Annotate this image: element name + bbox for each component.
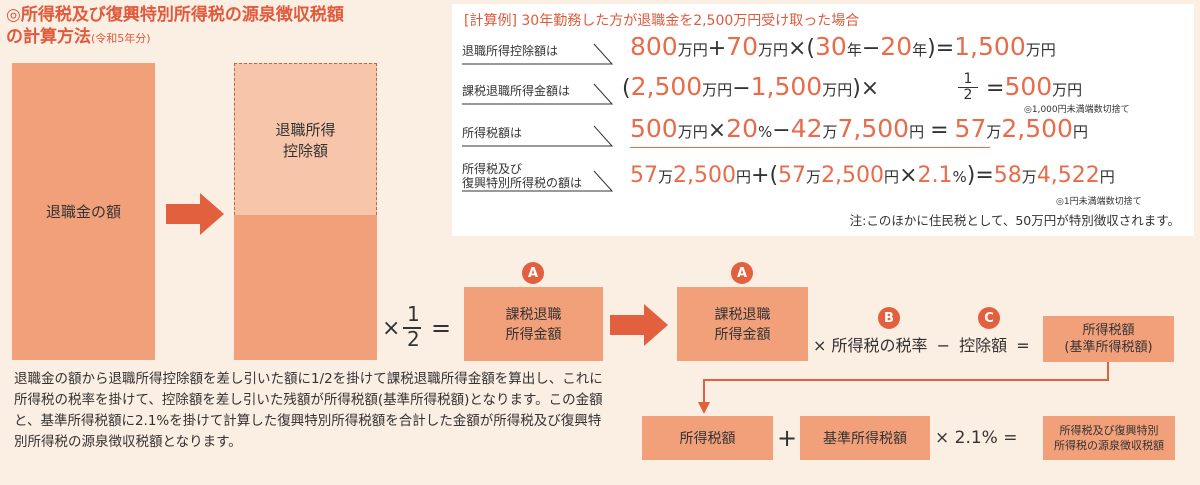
final-tax-label-2: 所得税の源泉徴収税額: [1054, 439, 1164, 452]
slash-icon-3: [462, 125, 614, 147]
base-tax-label: 基準所得税額: [823, 431, 907, 447]
base-tax-box: 所得税額 (基準所得税額): [1043, 316, 1174, 362]
row2-value: (2,500万円−1,500万円)×: [622, 72, 880, 101]
example-heading: [計算例] 30年勤務した方が退職金を2,500万円受け取った場合: [464, 13, 860, 29]
example-footnote: 注:このほかに住民税として、50万円が特別徴収されます。: [849, 213, 1180, 228]
plus-sign: +: [777, 424, 798, 452]
row1-label: 退職所得控除額は: [462, 44, 559, 58]
deduction-text: 控除額: [959, 336, 1008, 355]
row1-value: 800万円+70万円×(30年−20年)=1,500万円: [630, 32, 1056, 61]
title-year: (令和5年分): [91, 32, 151, 45]
base-tax-label-1: 所得税額: [1082, 323, 1135, 338]
arrow-right-icon: [166, 193, 224, 235]
row3-underline: [630, 147, 990, 148]
badge-a-2: A: [731, 262, 753, 284]
row3-label: 所得税額は: [462, 126, 523, 140]
half-multiplier: × 1 2 =: [380, 302, 460, 352]
title-line2: の計算方法(令和5年分): [6, 27, 151, 47]
row4-label: 所得税及び 復興特別所得税の額は: [462, 162, 582, 190]
rate-text: × 所得税の税率: [813, 336, 928, 355]
taxable-income-box-2: 課税退職 所得金額: [677, 287, 808, 361]
income-tax-box: 所得税額: [642, 416, 773, 460]
badge-b: B: [878, 307, 900, 329]
deduction-box: 退職所得 控除額: [234, 63, 377, 215]
row2-result: =500万円: [986, 72, 1083, 101]
deduction-label-1: 退職所得: [275, 120, 336, 139]
taxable-label-1a: 課税退職: [505, 307, 562, 323]
minus-sign: −: [936, 336, 950, 355]
slash-icon-2: [462, 83, 614, 105]
row3-value: 500万円×20%−42万7,500円=57万2,500円: [630, 114, 1088, 143]
retirement-amount-label: 退職金の額: [45, 203, 121, 221]
fraction-line: [403, 327, 421, 329]
badge-a-1: A: [522, 262, 544, 284]
taxable-income-box-1: 課税退職 所得金額: [464, 287, 603, 361]
row2-label: 課税退職所得金額は: [462, 84, 571, 98]
final-tax-box: 所得税及び復興特別 所得税の源泉徴収税額: [1043, 416, 1175, 460]
slash-icon: [462, 43, 614, 65]
row2-fraction: 1 2: [958, 72, 978, 106]
final-tax-label-1: 所得税及び復興特別: [1059, 424, 1159, 437]
taxable-label-2a: 課税退職: [714, 307, 771, 323]
badge-c: C: [978, 307, 1000, 329]
taxable-label-1b: 所得金額: [505, 327, 562, 343]
slash-icon-4: [462, 170, 614, 192]
remainder-box: [234, 215, 377, 360]
row4-label-1: 所得税及び: [462, 162, 523, 176]
connector-arrow-icon: [698, 362, 1109, 414]
rate-multiplier: × 2.1% =: [935, 428, 1018, 448]
rate-formula: × 所得税の税率 − 控除額 =: [813, 332, 1030, 356]
title-line1: ◎所得税及び復興特別所得税の源泉徴収税額: [6, 5, 344, 25]
diagram-title: ◎所得税及び復興特別所得税の源泉徴収税額 の計算方法(令和5年分): [6, 4, 344, 50]
retirement-amount-box: 退職金の額: [12, 63, 155, 360]
row4-label-2: 復興特別所得税の額は: [462, 176, 583, 190]
equals-sign: =: [431, 314, 452, 342]
arrow-right-icon-2: [610, 304, 668, 346]
base-tax-label-2: (基準所得税額): [1064, 340, 1153, 355]
times-sign: ×: [382, 316, 401, 341]
calculation-example-panel: [計算例] 30年勤務した方が退職金を2,500万円受け取った場合 退職所得控除…: [452, 4, 1194, 236]
description-text: 退職金の額から退職所得控除額を差し引いた額に1/2を掛けて課税退職所得金額を算出…: [14, 371, 603, 450]
row2-note: ◎1,000円未満端数切捨て: [1024, 105, 1130, 115]
half-denominator: 2: [407, 327, 420, 351]
taxable-label-2b: 所得金額: [714, 327, 771, 343]
equals-sign-2: =: [1016, 336, 1030, 355]
half-numerator: 1: [407, 302, 420, 326]
base-tax-box-2: 基準所得税額: [800, 416, 930, 460]
row4-value: 57万2,500円+(57万2,500円×2.1%)=58万4,522円: [630, 163, 1115, 188]
deduction-label-2: 控除額: [282, 141, 328, 160]
income-tax-label: 所得税額: [679, 431, 736, 447]
row4-note: ◎1円未満端数切捨て: [1056, 197, 1142, 207]
